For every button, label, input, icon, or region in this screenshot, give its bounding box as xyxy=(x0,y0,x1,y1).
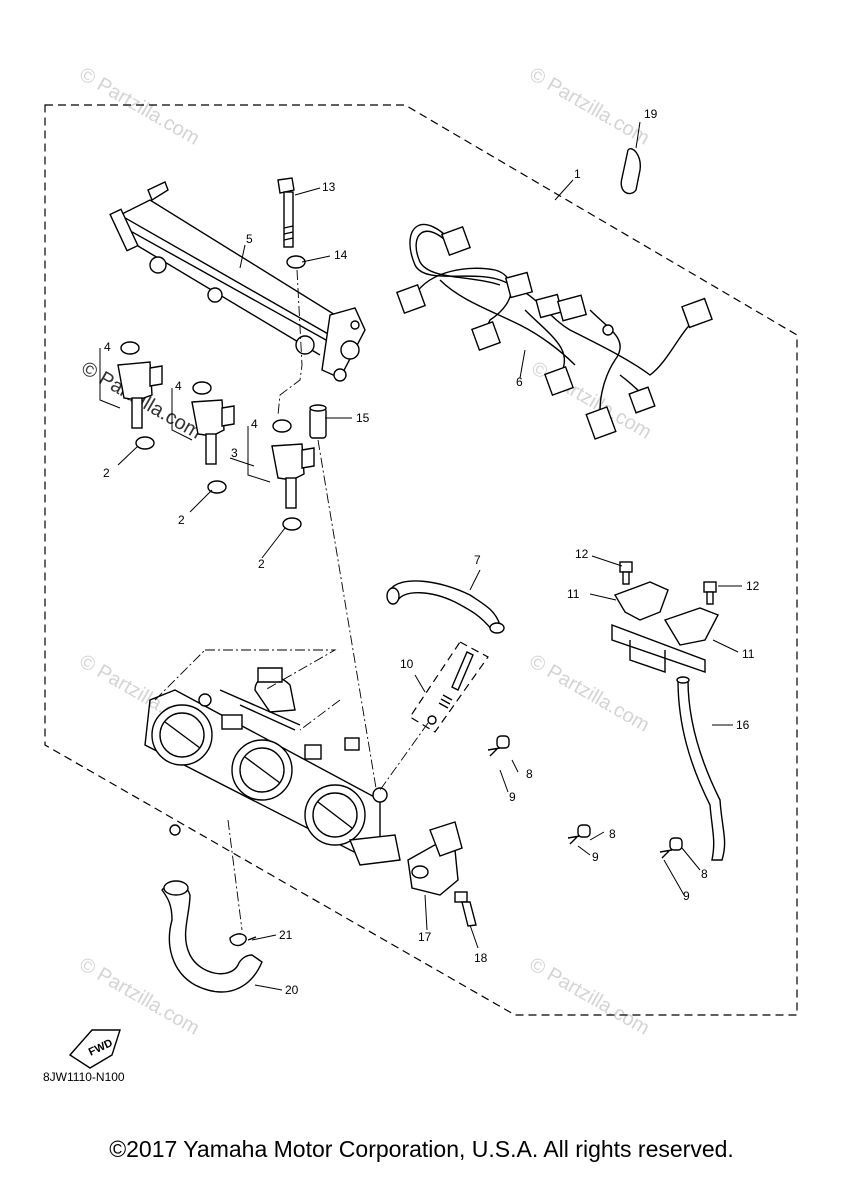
diagram-code: 8JW1110-N100 xyxy=(43,1070,125,1084)
callout-2-a: 2 xyxy=(103,466,110,480)
callout-13: 13 xyxy=(322,180,336,194)
watermark: © Partzilla.com xyxy=(526,63,654,149)
alignment-line xyxy=(379,722,429,791)
fuel-injector xyxy=(117,341,163,429)
callout-17: 17 xyxy=(418,930,432,944)
callout-4-a: 4 xyxy=(104,340,111,354)
cap-and-clip xyxy=(487,735,510,757)
wire-harness xyxy=(396,223,713,440)
callout-2-c: 2 xyxy=(258,557,265,571)
callout-19: 19 xyxy=(644,107,658,121)
watermark: © Partzilla.com xyxy=(76,63,204,149)
copyright-notice: ©2017 Yamaha Motor Corporation, U.S.A. A… xyxy=(109,1136,734,1162)
throttle-body xyxy=(144,667,401,866)
forward-arrow: FWD xyxy=(68,1029,121,1069)
callout-bracket xyxy=(247,426,271,483)
hose-clamp-hook xyxy=(620,148,641,195)
watermark: © Partzilla.com xyxy=(526,953,654,1039)
alignment-line xyxy=(154,649,206,701)
callout-labels: 1 19 13 5 14 6 15 4 4 4 3 2 2 2 7 10 12 … xyxy=(103,107,760,997)
alignment-line xyxy=(317,439,379,801)
breather-hose xyxy=(386,580,505,634)
callout-6: 6 xyxy=(516,375,523,389)
alignment-line xyxy=(205,649,337,691)
callout-15: 15 xyxy=(356,411,370,425)
bracket-bolt xyxy=(703,581,717,605)
callout-1: 1 xyxy=(574,167,581,181)
bracket-bolt xyxy=(619,561,633,585)
hose-clip xyxy=(229,933,257,947)
callout-20: 20 xyxy=(285,983,299,997)
callout-8-b: 8 xyxy=(609,827,616,841)
adjust-screw-set xyxy=(409,641,489,733)
injector-seal xyxy=(207,480,227,494)
callout-3: 3 xyxy=(231,446,238,460)
coolant-hose xyxy=(161,880,263,993)
callout-16: 16 xyxy=(736,718,750,732)
cap-and-clip xyxy=(567,824,591,845)
callout-14: 14 xyxy=(334,248,348,262)
alignment-line xyxy=(277,269,303,416)
alignment-line xyxy=(299,699,341,731)
callout-11-a: 11 xyxy=(567,587,580,601)
mounting-bolt xyxy=(277,177,295,248)
callout-9-a: 9 xyxy=(509,790,516,804)
assembly-boundary xyxy=(44,104,798,1016)
callout-18: 18 xyxy=(474,951,488,965)
callout-11-b: 11 xyxy=(742,647,755,661)
callout-21: 21 xyxy=(279,928,293,942)
watermark: © Partzilla.com xyxy=(526,650,654,736)
callout-5: 5 xyxy=(246,232,253,246)
vacuum-hose xyxy=(676,676,726,861)
sensor-screw xyxy=(454,891,477,927)
injector-seal xyxy=(282,517,302,531)
callout-8-c: 8 xyxy=(701,867,708,881)
callout-4-b: 4 xyxy=(175,379,182,393)
alignment-line xyxy=(227,819,243,931)
callout-bracket xyxy=(99,348,121,409)
cap-and-clip xyxy=(659,837,683,859)
mounting-bracket xyxy=(611,581,719,673)
callout-8-a: 8 xyxy=(526,767,533,781)
callout-10: 10 xyxy=(400,657,414,671)
callout-12-a: 12 xyxy=(575,547,589,561)
leader-lines xyxy=(117,121,742,991)
throttle-position-sensor xyxy=(407,821,463,896)
callout-2-b: 2 xyxy=(178,513,185,527)
injector-seal xyxy=(135,436,155,450)
fuel-injector xyxy=(271,419,315,509)
callout-12-b: 12 xyxy=(746,579,760,593)
callout-9-b: 9 xyxy=(592,850,599,864)
callout-4-c: 4 xyxy=(251,417,258,431)
callout-7: 7 xyxy=(474,553,481,567)
fuel-rail xyxy=(109,181,366,382)
washer xyxy=(286,255,306,269)
callout-bracket xyxy=(171,388,193,441)
callout-9-c: 9 xyxy=(683,889,690,903)
fuel-injector xyxy=(191,381,235,465)
collar-spacer xyxy=(309,404,327,439)
